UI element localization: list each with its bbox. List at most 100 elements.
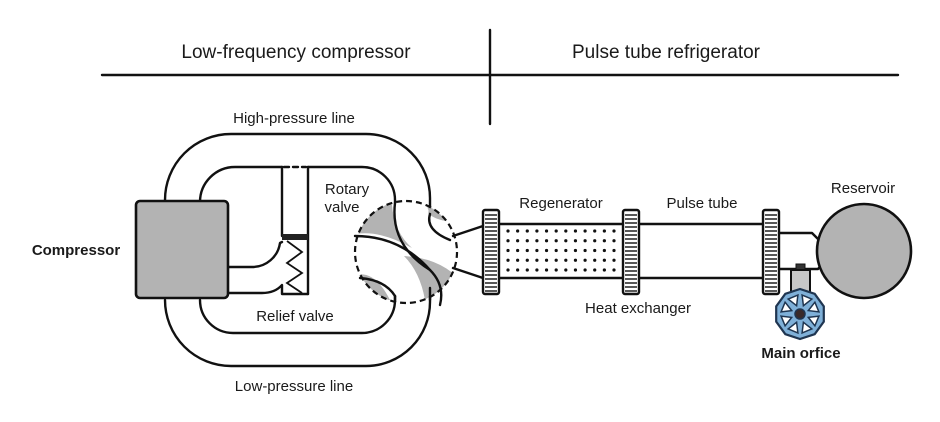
- regenerator-dot: [525, 258, 529, 262]
- regenerator-dot: [573, 239, 578, 243]
- regenerator-dot: [554, 258, 558, 262]
- regenerator-dot: [506, 239, 510, 243]
- label-regenerator: Regenerator: [519, 195, 602, 212]
- regenerator-dot: [544, 258, 549, 262]
- regenerator-dot: [593, 258, 597, 262]
- regenerator-dot: [535, 248, 539, 253]
- flange-inlet: [481, 208, 501, 296]
- regenerator-dot: [612, 229, 616, 233]
- valve-wheel-window: [779, 315, 794, 328]
- regenerator-dot: [602, 258, 606, 262]
- regenerator-dot: [506, 258, 510, 262]
- label-low-pressure-line: Low-pressure line: [235, 378, 353, 395]
- label-heat-exchanger: Heat exchanger: [585, 300, 691, 317]
- valve-wheel-window: [779, 300, 794, 313]
- regenerator-dot: [564, 248, 568, 253]
- label-compressor: Compressor: [32, 242, 121, 259]
- valve-hub: [794, 308, 806, 320]
- relief-valve-plate: [282, 234, 308, 240]
- rotary-valve-housing: [353, 199, 459, 305]
- regenerator-dot: [525, 239, 529, 243]
- relief-valve: [226, 165, 310, 296]
- regenerator-dot: [602, 229, 606, 233]
- regenerator: [496, 222, 625, 280]
- regenerator-dot: [535, 258, 539, 262]
- label-high-pressure-line: High-pressure line: [233, 110, 355, 127]
- regenerator-dot: [593, 239, 597, 243]
- regenerator-dot: [573, 248, 578, 253]
- regenerator-dot: [525, 248, 529, 253]
- regenerator-dot: [535, 229, 539, 233]
- regenerator-dot: [583, 268, 587, 272]
- valve-wheel-window: [801, 293, 814, 308]
- flange-outlet: [761, 208, 781, 296]
- regenerator-dot: [516, 239, 520, 243]
- regenerator-matrix: [506, 229, 616, 272]
- regenerator-dot: [602, 268, 606, 272]
- label-relief-valve: Relief valve: [256, 308, 334, 325]
- header-low-frequency-compressor: Low-frequency compressor: [181, 42, 411, 63]
- regenerator-dot: [554, 268, 558, 272]
- regenerator-dot: [554, 248, 558, 253]
- regenerator-dot: [544, 229, 549, 233]
- label-main-orifice: Main orfice: [761, 345, 840, 362]
- regenerator-dot: [506, 229, 510, 233]
- regenerator-dot: [593, 268, 597, 272]
- regenerator-dot: [612, 268, 616, 272]
- valve-to-regenerator-pipe-top: [451, 224, 485, 238]
- regenerator-dot: [573, 258, 578, 262]
- regenerator-dot: [516, 229, 520, 233]
- regenerator-dot: [554, 239, 558, 243]
- valve-spokes: [779, 293, 821, 335]
- inner-pressure-loop: [198, 165, 397, 335]
- regenerator-dot: [583, 229, 587, 233]
- regenerator-dot: [593, 229, 597, 233]
- regenerator-dot: [612, 248, 616, 253]
- label-pulse-tube: Pulse tube: [667, 195, 738, 212]
- rotary-valve: [353, 199, 459, 307]
- regenerator-dot: [516, 258, 520, 262]
- regenerator-dot: [564, 258, 568, 262]
- regenerator-dot: [544, 239, 549, 243]
- regenerator-dot: [612, 258, 616, 262]
- regenerator-dot: [573, 268, 578, 272]
- regenerator-dot: [564, 229, 568, 233]
- regenerator-dot: [535, 268, 539, 272]
- regenerator-dot: [564, 268, 568, 272]
- label-rotary-valve-line2: valve: [324, 199, 359, 216]
- regenerator-dot: [612, 239, 616, 243]
- main-orifice-valve: [775, 263, 825, 341]
- regenerator-dot: [516, 268, 520, 272]
- regenerator-dot: [525, 268, 529, 272]
- relief-valve-spring: [285, 240, 304, 294]
- header-pulse-tube-refrigerator: Pulse tube refrigerator: [572, 42, 761, 63]
- regenerator-dot: [573, 229, 578, 233]
- valve-to-regenerator-pipe-bottom: [451, 266, 485, 280]
- regenerator-dot: [554, 229, 558, 233]
- label-rotary-valve-line1: Rotary: [325, 181, 370, 198]
- flange-heat-exchanger: [621, 208, 641, 296]
- regenerator-dot: [583, 258, 587, 262]
- pulse-tube: [638, 222, 765, 280]
- regenerator-dot: [583, 239, 587, 243]
- valve-wheel-window: [806, 315, 821, 328]
- regenerator-dot: [583, 248, 587, 253]
- reservoir-tank: [815, 202, 913, 300]
- regenerator-dot: [544, 248, 549, 253]
- regenerator-dot: [516, 248, 520, 253]
- valve-wheel-window: [786, 293, 799, 308]
- valve-wheel-window: [801, 320, 814, 335]
- regenerator-dot: [544, 268, 549, 272]
- regenerator-dot: [602, 239, 606, 243]
- compressor-block: [134, 199, 230, 300]
- regenerator-dot: [506, 268, 510, 272]
- valve-wheel-window: [786, 320, 799, 335]
- label-reservoir: Reservoir: [831, 180, 895, 197]
- regenerator-dot: [593, 248, 597, 253]
- regenerator-dot: [525, 229, 529, 233]
- regenerator-dot: [602, 248, 606, 253]
- regenerator-dot: [535, 239, 539, 243]
- reservoir-pipe-top: [778, 231, 822, 243]
- regenerator-dot: [506, 248, 510, 253]
